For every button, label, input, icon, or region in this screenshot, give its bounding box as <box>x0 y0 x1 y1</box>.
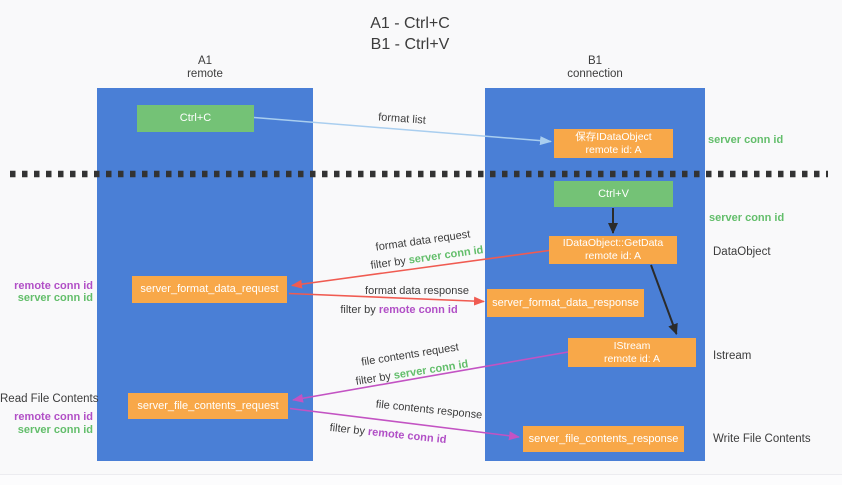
title-line-2: B1 - Ctrl+V <box>370 36 450 53</box>
left-label-server-conn-id-2: server conn id <box>17 424 93 436</box>
node-file-response-label: server_file_contents_response <box>528 432 679 445</box>
node-save-idataobject-line2: remote id: A <box>585 143 642 156</box>
node-ctrl-c: Ctrl+C <box>137 105 254 132</box>
node-ctrl-v-label: Ctrl+V <box>598 187 629 200</box>
filter-by-text: filter by <box>340 304 379 316</box>
lane-right-role: connection <box>567 68 623 80</box>
right-label-write-file-contents: Write File Contents <box>713 433 811 445</box>
node-istream-line1: IStream <box>613 339 651 352</box>
lane-left-header: A1 remote <box>135 55 275 81</box>
edge-label-filter-remote-conn-id-2: filter by remote conn id <box>329 422 447 446</box>
lane-right-header: B1 connection <box>525 55 665 81</box>
filter-by-text: filter by <box>369 254 410 272</box>
remote-conn-id-text: remote conn id <box>378 304 458 316</box>
node-save-idataobject: 保存IDataObject remote id: A <box>554 129 673 158</box>
node-getdata-line1: IDataObject::GetData <box>562 237 664 249</box>
edge-label-filter-remote-conn-id-1: filter by remote conn id <box>340 304 457 316</box>
lane-left-name: A1 <box>197 55 213 67</box>
node-ctrl-c-label: Ctrl+C <box>179 112 212 124</box>
node-ctrl-v: Ctrl+V <box>554 181 673 207</box>
right-label-istream: Istream <box>713 350 752 362</box>
filter-by-text: filter by <box>329 421 369 438</box>
node-server-file-contents-request: server_file_contents_request <box>128 393 288 419</box>
node-idataobject-getdata: IDataObject::GetData remote id: A <box>549 236 677 264</box>
left-label-read-file-contents: Read File Contents <box>0 393 99 405</box>
window-bottom-edge <box>0 474 842 485</box>
right-label-server-conn-id-top: server conn id <box>708 134 784 146</box>
node-file-request-label: server_file_contents_request <box>137 399 279 412</box>
node-istream-line2: remote id: A <box>603 352 661 365</box>
node-save-idataobject-line1: 保存IDataObject <box>575 130 652 143</box>
node-format-request-label: server_format_data_request <box>140 283 279 295</box>
right-label-server-conn-id-mid: server conn id <box>709 212 785 224</box>
node-server-format-data-request: server_format_data_request <box>132 276 287 303</box>
edge-label-format-data-response: format data response <box>365 285 469 297</box>
node-server-file-contents-response: server_file_contents_response <box>523 426 684 452</box>
lane-left-role: remote <box>187 68 223 80</box>
node-format-response-label: server_format_data_response <box>492 296 639 309</box>
node-server-format-data-response: server_format_data_response <box>487 289 644 317</box>
left-label-remote-conn-id-1: remote conn id <box>14 280 93 292</box>
left-label-server-conn-id-1: server conn id <box>17 292 93 304</box>
filter-by-text: filter by <box>354 369 395 388</box>
remote-conn-id-text: remote conn id <box>367 425 447 447</box>
right-label-dataobject: DataObject <box>713 246 771 258</box>
title-line-1: A1 - Ctrl+C <box>370 15 450 32</box>
node-getdata-line2: remote id: A <box>584 250 642 262</box>
diagram-title: A1 - Ctrl+C B1 - Ctrl+V <box>290 13 530 55</box>
lane-right-name: B1 <box>587 55 603 67</box>
edge-label-file-contents-response: file contents response <box>375 398 483 422</box>
node-istream: IStream remote id: A <box>568 338 696 367</box>
edge-label-format-list: format list <box>377 111 427 127</box>
left-label-remote-conn-id-2: remote conn id <box>14 411 93 423</box>
